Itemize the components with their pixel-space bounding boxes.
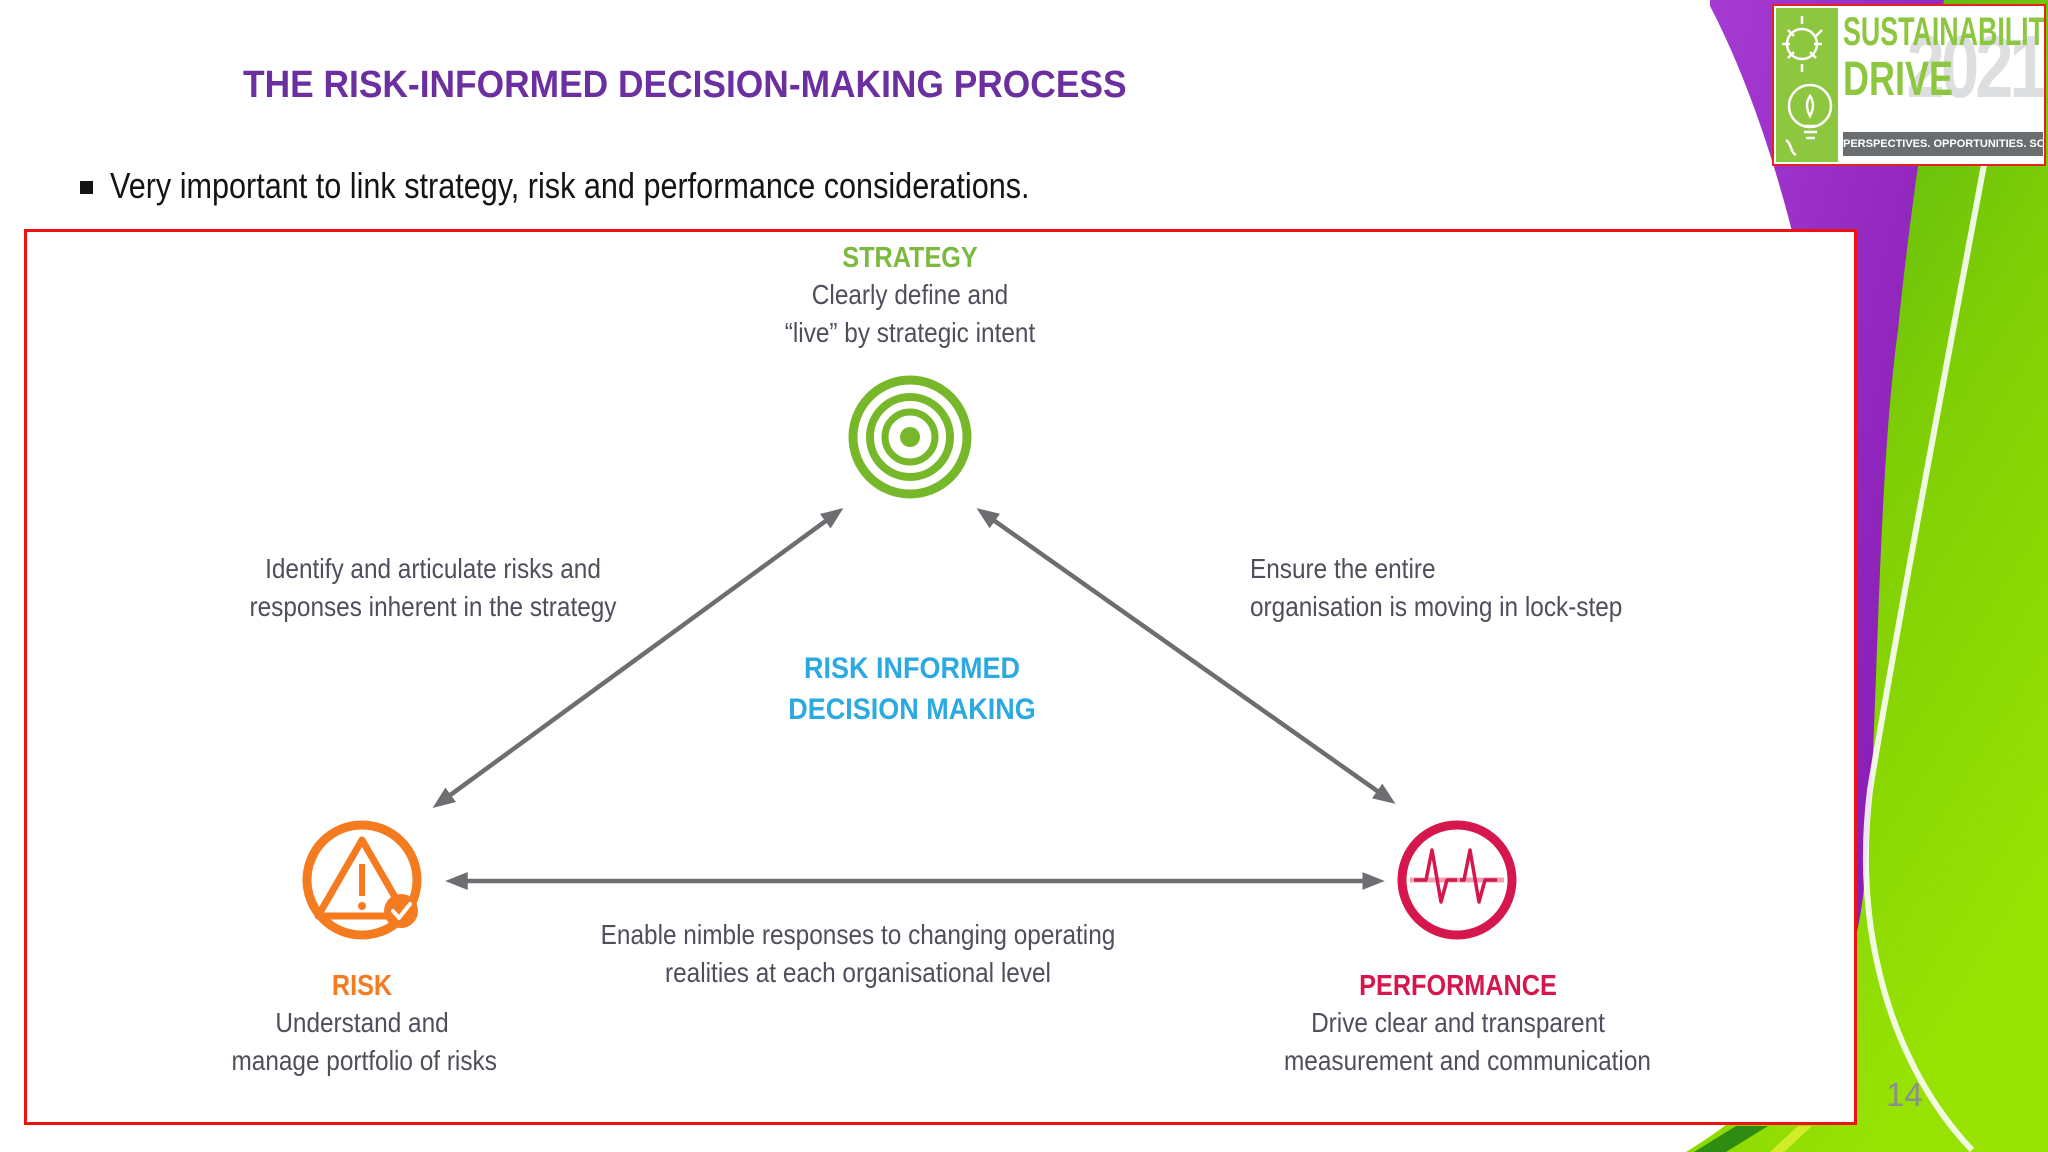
edge-risk-performance-label: Enable nimble responses to changing oper… (597, 916, 1119, 992)
logo-line2: DRIVE (1843, 53, 1954, 106)
edge-strategy-performance-label: Ensure the entire organisation is moving… (1250, 550, 1622, 626)
logo-year: 2021 (1906, 17, 2044, 116)
performance-desc-line2: measurement and communication (1284, 1045, 1651, 1076)
logo-line1: SUSTAINABILITY (1843, 10, 2044, 54)
strategy-label: STRATEGY (842, 242, 978, 274)
strategy-description: Clearly define and “live” by strategic i… (736, 276, 1084, 352)
center-title: RISK INFORMED DECISION MAKING (732, 648, 1092, 730)
edge-strategy-risk-line2: responses inherent in the strategy (249, 591, 617, 622)
risk-description: Understand and manage portfolio of risks (231, 1004, 497, 1080)
logo-tagline: PERSPECTIVES. OPPORTUNITIES. SOLUTIONS (1843, 132, 2044, 156)
performance-description: Drive clear and transparent measurement … (1284, 1004, 1651, 1080)
edge-strategy-performance-line2: organisation is moving in lock-step (1250, 591, 1623, 622)
edge-strategy-risk-label: Identify and articulate risks and respon… (216, 550, 651, 626)
edge-risk-performance-line2: realities at each organisational level (665, 957, 1051, 988)
slide-title: THE RISK-INFORMED DECISION-MAKING PROCES… (243, 64, 1127, 106)
gear-lightbulb-icon (1776, 8, 1838, 162)
edge-risk-performance-line1: Enable nimble responses to changing oper… (600, 919, 1116, 950)
center-title-line1: RISK INFORMED (804, 652, 1020, 685)
dark-green-stripe (1694, 1126, 1768, 1152)
risk-label: RISK (331, 970, 393, 1002)
edge-strategy-risk-line1: Identify and articulate risks and (265, 553, 601, 584)
performance-label: PERFORMANCE (1359, 970, 1557, 1002)
white-swoosh-line (1862, 89, 2001, 1152)
yellow-green-stripe (1770, 1126, 1812, 1152)
page-number: 14 (1886, 1076, 1923, 1113)
green-swoosh (1686, 0, 2048, 1152)
bullet-icon (80, 181, 93, 194)
edge-strategy-performance-line1: Ensure the entire (1250, 553, 1436, 584)
strategy-desc-line1: Clearly define and (811, 279, 1009, 310)
bullet-text: Very important to link strategy, risk an… (110, 165, 1030, 206)
risk-desc-line1: Understand and (275, 1007, 449, 1038)
performance-desc-line1: Drive clear and transparent (1311, 1007, 1605, 1038)
strategy-desc-line2: “live” by strategic intent (784, 317, 1036, 348)
sustainability-drive-logo: 2021 SUSTAINABILITY DRIVE PERSPECTIVES. … (1772, 4, 2046, 166)
center-title-line2: DECISION MAKING (788, 693, 1036, 726)
risk-desc-line2: manage portfolio of risks (231, 1045, 497, 1076)
logo-text-block: 2021 SUSTAINABILITY DRIVE PERSPECTIVES. … (1840, 6, 2044, 164)
